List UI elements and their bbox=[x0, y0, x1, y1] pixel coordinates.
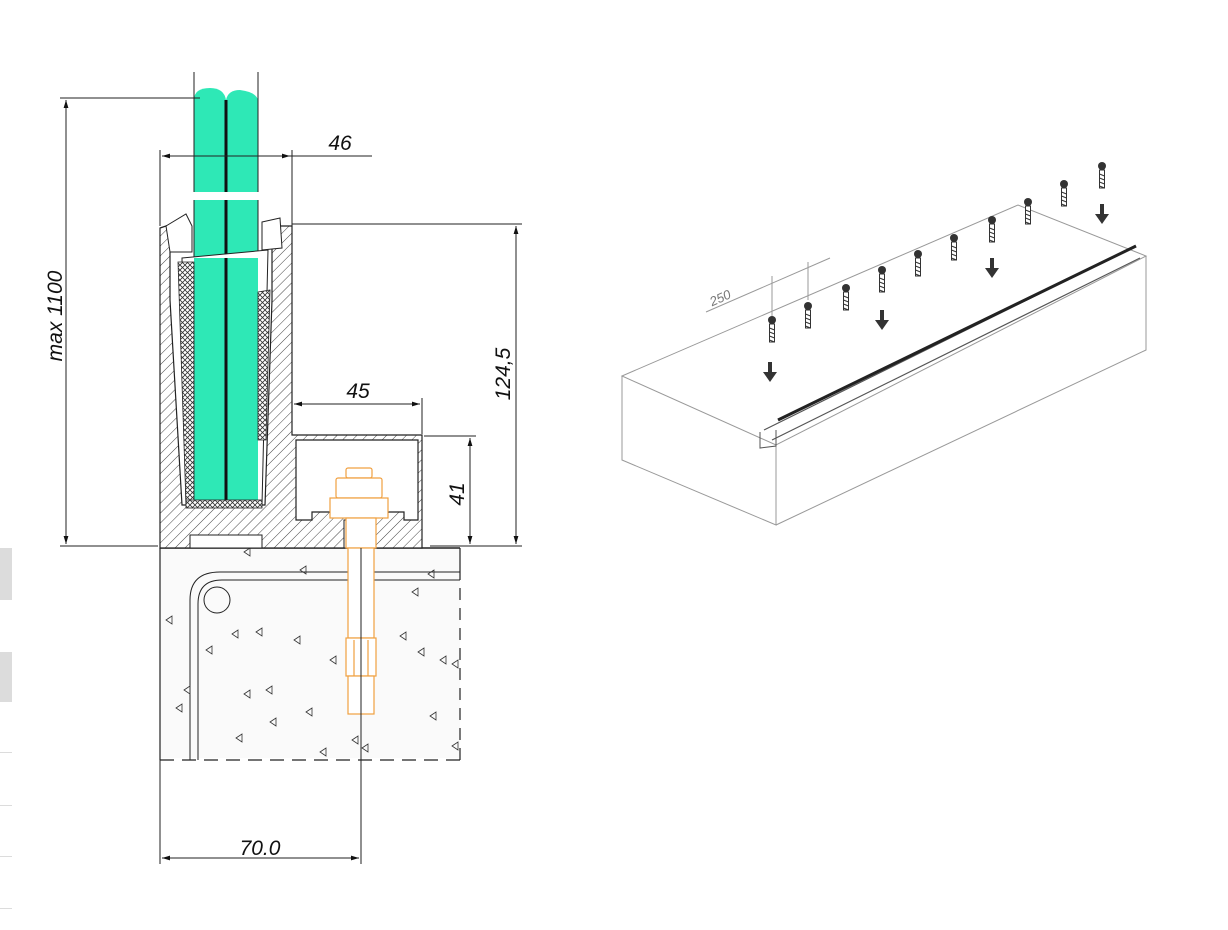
aggregate-mark bbox=[205, 645, 213, 655]
edge-line bbox=[0, 856, 12, 857]
screw-icon bbox=[1024, 198, 1032, 225]
section-drawing: max 1100 46 124,5 45 41 bbox=[44, 72, 522, 864]
aggregate-mark bbox=[183, 685, 191, 695]
edge-line bbox=[0, 805, 12, 806]
dim-label-anchor-offset: 70.0 bbox=[240, 837, 281, 860]
dim-label-top-width: 46 bbox=[328, 132, 352, 155]
screw-icon bbox=[768, 316, 776, 343]
aggregate-mark bbox=[439, 655, 447, 665]
aggregate-mark bbox=[305, 707, 313, 717]
aggregate-mark bbox=[231, 629, 239, 639]
profile-rail bbox=[759, 244, 1141, 449]
concrete-slab bbox=[159, 547, 461, 761]
dim-base-height bbox=[424, 435, 476, 544]
aggregate-mark bbox=[175, 703, 183, 713]
screw-icon bbox=[804, 302, 812, 329]
aggregate-mark bbox=[361, 743, 369, 753]
aggregate-mark bbox=[319, 747, 327, 757]
spacing-label: 250 bbox=[706, 286, 734, 309]
aggregate-mark bbox=[411, 587, 419, 597]
screw-icon bbox=[842, 284, 850, 311]
concrete-block bbox=[620, 204, 1148, 526]
dim-label-base-depth: 45 bbox=[346, 380, 370, 403]
aggregate-mark bbox=[417, 647, 425, 657]
screw-icon bbox=[878, 266, 886, 293]
aggregate-mark bbox=[293, 635, 301, 645]
screws bbox=[768, 162, 1106, 343]
aggregate-mark bbox=[243, 547, 251, 557]
screw-icon bbox=[988, 216, 996, 243]
dim-profile-height bbox=[292, 223, 522, 547]
down-arrow-icon bbox=[1095, 204, 1109, 224]
screw-icon bbox=[914, 250, 922, 277]
edge-line bbox=[0, 752, 12, 753]
aggregate-mark bbox=[243, 689, 251, 699]
aggregate-mark bbox=[265, 685, 273, 695]
down-arrows bbox=[763, 204, 1109, 382]
dim-top-width bbox=[159, 150, 372, 226]
aggregate-mark bbox=[451, 741, 459, 751]
aggregate-mark bbox=[269, 717, 277, 727]
dim-label-glass-height: max 1100 bbox=[44, 270, 67, 361]
dim-label-base-height: 41 bbox=[446, 482, 469, 505]
screw-icon bbox=[950, 234, 958, 261]
down-arrow-icon bbox=[763, 362, 777, 382]
down-arrow-icon bbox=[985, 258, 999, 278]
dim-glass-height bbox=[60, 97, 200, 547]
aggregate-mark bbox=[429, 711, 437, 721]
install-drawing: 250 bbox=[620, 162, 1148, 526]
dim-base-depth bbox=[291, 398, 423, 434]
screw-icon bbox=[1098, 162, 1106, 189]
dim-label-profile-height: 124,5 bbox=[492, 347, 515, 400]
edge-line bbox=[0, 908, 12, 909]
dim-anchor-offset bbox=[159, 548, 362, 864]
aggregate-mark bbox=[451, 659, 459, 669]
edge-tab bbox=[0, 548, 12, 600]
aggregate-mark bbox=[329, 655, 337, 665]
aggregate-mark bbox=[255, 627, 263, 637]
spacing-dimension bbox=[705, 257, 831, 320]
aggregate-mark bbox=[351, 735, 359, 745]
aggregate-mark bbox=[399, 631, 407, 641]
aggregate-mark bbox=[235, 733, 243, 743]
aggregate-mark bbox=[165, 615, 173, 625]
edge-tab bbox=[0, 652, 12, 702]
aggregate-mark bbox=[299, 565, 307, 575]
screw-icon bbox=[1060, 180, 1068, 207]
down-arrow-icon bbox=[875, 310, 889, 330]
aggregate-mark bbox=[427, 569, 435, 579]
